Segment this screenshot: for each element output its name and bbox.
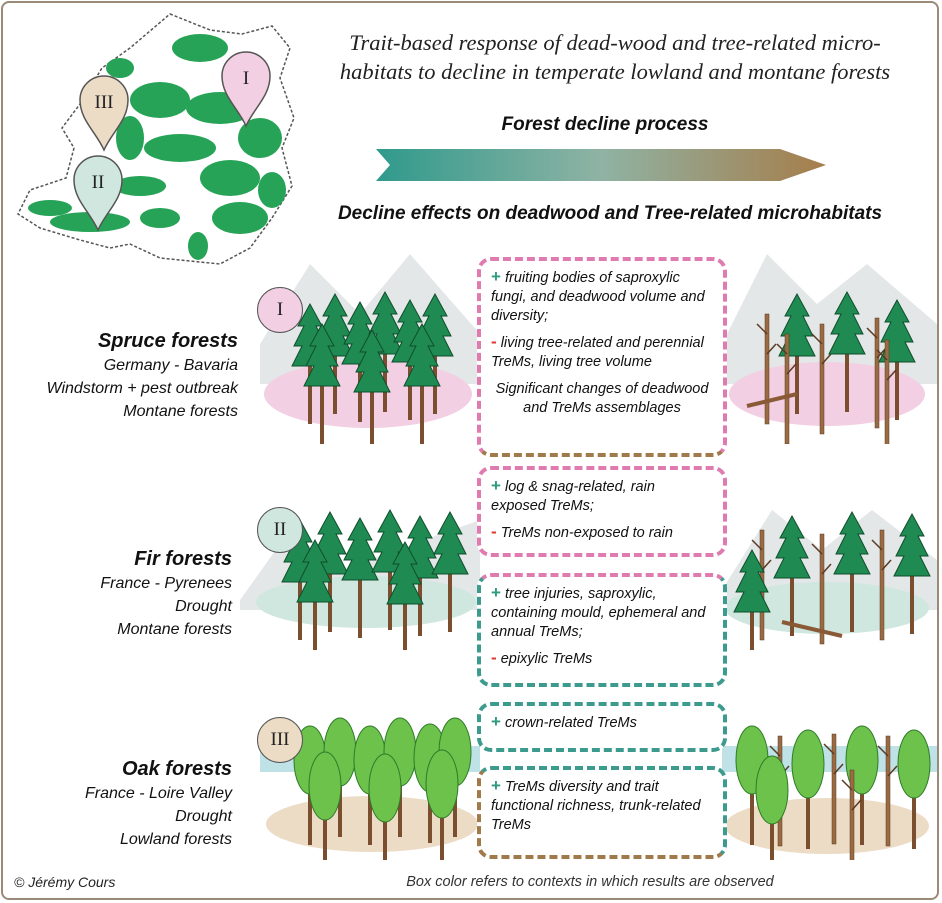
effects-label: Decline effects on deadwood and Tree-rel…	[337, 203, 883, 224]
effect-positive: + fruiting bodies of saproxylic fungi, a…	[491, 267, 705, 324]
forest-stand-spruce-before	[260, 254, 480, 444]
effect-assemblage: Significant changes of deadwood and TreM…	[495, 381, 709, 416]
context-location: Germany - Bavaria	[103, 357, 238, 374]
context-forest-type: Montane forests	[117, 621, 232, 638]
context-fir: Fir forests France - Pyrenees Drought Mo…	[20, 546, 232, 641]
context-title: Oak forests	[121, 758, 232, 780]
badge-spruce: I	[257, 287, 303, 333]
effect-negative: - epixylic TreMs	[491, 648, 593, 667]
svg-text:II: II	[92, 172, 105, 193]
map-marker-I: I	[221, 51, 271, 128]
context-forest-type: Lowland forests	[119, 831, 232, 848]
context-oak: Oak forests France - Loire Valley Drough…	[20, 756, 232, 851]
forest-stand-spruce-after	[727, 254, 937, 444]
map-marker-II: II	[73, 155, 123, 232]
effect-positive: + crown-related TreMs	[491, 712, 637, 731]
effect-negative: - living tree-related and perennial TreM…	[491, 332, 704, 370]
context-title: Spruce forests	[97, 330, 238, 352]
effect-box-spruce: + fruiting bodies of saproxylic fungi, a…	[477, 257, 727, 457]
context-disturbance: Drought	[175, 808, 232, 825]
forest-stand-fir-before	[240, 509, 480, 650]
forest-stand-oak-after	[722, 725, 937, 860]
footnote: Box color refers to contexts in which re…	[406, 874, 774, 890]
effect-negative: - TreMs non-exposed to rain	[491, 522, 673, 541]
badge-fir: II	[257, 507, 303, 553]
effect-box-oak-2: + TreMs diversity and trait functional r…	[477, 766, 727, 859]
context-forest-type: Montane forests	[123, 403, 238, 420]
map-marker-III: III	[79, 75, 129, 152]
context-title: Fir forests	[134, 548, 232, 570]
title-line-2: habitats to decline in temperate lowland…	[339, 59, 891, 84]
context-disturbance: Windstorm + pest outbreak	[46, 380, 239, 397]
svg-text:I: I	[243, 68, 249, 89]
gradient-arrow-icon	[376, 149, 826, 181]
credit: © Jérémy Cours	[14, 874, 116, 890]
process-label: Forest decline process	[501, 114, 709, 135]
svg-text:III: III	[95, 92, 114, 113]
effect-positive: + log & snag-related, rain exposed TreMs…	[491, 476, 655, 514]
figure-title: Trait-based response of dead-wood and tr…	[300, 28, 930, 86]
effect-positive: + tree injuries, saproxylic, containing …	[491, 583, 706, 640]
forest-stand-fir-after	[722, 510, 937, 650]
context-spruce: Spruce forests Germany - Bavaria Windsto…	[20, 328, 239, 423]
context-location: France - Pyrenees	[100, 575, 232, 592]
context-disturbance: Drought	[175, 598, 232, 615]
effect-box-fir-2: + tree injuries, saproxylic, containing …	[477, 573, 727, 687]
badge-oak: III	[257, 717, 303, 763]
effect-box-oak-1: + crown-related TreMs	[477, 702, 727, 752]
effect-positive: + TreMs diversity and trait functional r…	[491, 776, 701, 833]
context-location: France - Loire Valley	[84, 785, 232, 802]
title-line-1: Trait-based response of dead-wood and tr…	[349, 30, 881, 55]
effect-box-fir-1: + log & snag-related, rain exposed TreMs…	[477, 466, 727, 557]
